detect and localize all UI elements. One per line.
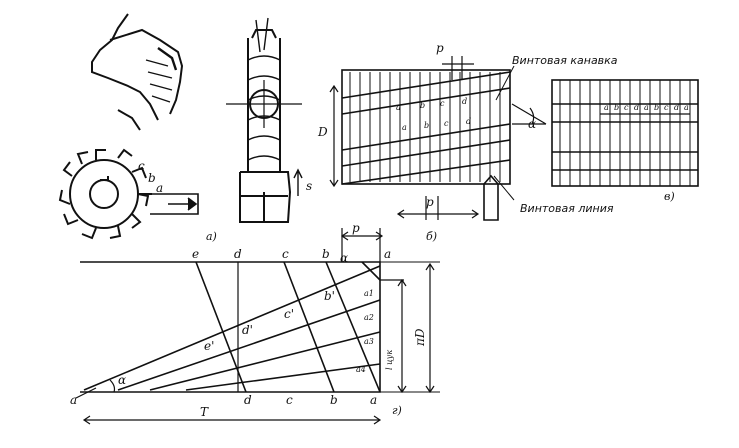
dimension-p-bottom — [396, 196, 480, 220]
panel-b-p-bottom: p — [426, 195, 434, 209]
panel-g-alpha: α — [118, 373, 126, 387]
panel-g-top-d: d — [234, 247, 242, 261]
panel-g-bottom-d: d — [244, 393, 252, 407]
panel-g-top-c: c — [282, 247, 289, 261]
panel-v-label-8: a — [684, 103, 689, 112]
panel-a: c b a s а) — [58, 13, 312, 243]
panel-g-p-label: p — [352, 221, 360, 235]
panel-g-inner-d: d' — [242, 323, 253, 337]
thread-strip — [341, 69, 511, 185]
panel-g-T: T — [200, 405, 209, 419]
panel-g-inner-b: b' — [324, 289, 335, 303]
panel-g-alpha-top: α — [340, 251, 348, 265]
panel-a-caption: а) — [206, 230, 217, 243]
dimension-p-top — [442, 56, 474, 80]
line-label: Винтовая линия — [520, 202, 614, 215]
panel-g-top-a: a — [384, 247, 391, 261]
panel-v-label-7: d — [674, 103, 679, 112]
panel-g-inner-c: c' — [284, 307, 294, 321]
panel-b-label-b1: b — [420, 101, 425, 110]
panel-b-alpha: α — [528, 117, 536, 131]
panel-b-alpha-arc — [511, 103, 547, 125]
panel-a-s-label: s — [306, 179, 312, 193]
hob-side-view — [226, 17, 303, 223]
panel-b-D-label: D — [317, 125, 328, 139]
panel-v-label-2: c — [624, 103, 629, 112]
panel-b-label-a2: a — [402, 123, 407, 132]
panel-g-piD: πD — [413, 328, 427, 347]
panel-g-top-b: b — [322, 247, 330, 261]
panel-b-caption: б) — [426, 230, 437, 243]
panel-b-label-b2: b — [424, 121, 429, 130]
feed-block — [150, 193, 199, 215]
panel-g-caption: г) — [392, 404, 402, 417]
panel-b-p-top: p — [436, 41, 444, 55]
panel-a-label-a: a — [156, 181, 163, 195]
panel-g-bottom-b: b — [330, 393, 338, 407]
panel-g-right-a3: a3 — [364, 337, 374, 346]
milling-cutter — [58, 148, 152, 240]
panel-g-alpha-arc — [109, 379, 116, 393]
panel-g-right-a4: a4 — [356, 365, 366, 374]
panel-v-caption: в) — [664, 190, 675, 203]
panel-g-bottom-a-left: a — [70, 393, 77, 407]
dimension-lines — [75, 228, 435, 425]
panel-b-label-d2: d — [466, 117, 471, 126]
panel-v-label-5: b — [654, 103, 659, 112]
panel-a-label-b: b — [148, 171, 156, 185]
panel-g-bottom-c: c — [286, 393, 293, 407]
panel-g-bottom-a-right: a — [370, 393, 377, 407]
panel-b-label-c2: c — [444, 119, 449, 128]
groove-label: Винтовая канавка — [512, 54, 618, 67]
panel-g-right-a1: a1 — [364, 289, 374, 298]
panel-v-label-3: d — [634, 103, 639, 112]
panel-v-label-6: c — [664, 103, 669, 112]
development-rectangle — [80, 261, 440, 393]
cutting-tool-sketch — [91, 13, 184, 131]
panel-g-top-e: e — [192, 247, 199, 261]
panel-b-label-d1: d — [462, 97, 467, 106]
panel-b-label-c1: c — [440, 99, 445, 108]
dimension-D — [329, 84, 339, 188]
panel-g-inner-e: e' — [204, 339, 214, 353]
panel-v: a b c d a b c d a в) — [551, 79, 699, 203]
panel-b-label-a1: a — [396, 103, 401, 112]
panel-v-label-0: a — [604, 103, 609, 112]
panel-v-label-4: a — [644, 103, 649, 112]
panel-b: D p p a b c d a b c d α Винтовая кана — [317, 41, 618, 243]
panel-g-right-a2: a2 — [364, 313, 374, 322]
panel-g: α α e d c b a a d c b a e' d' c' b' a1 a… — [70, 221, 440, 425]
rack-strip — [551, 79, 699, 187]
panel-b-leaders — [493, 65, 515, 201]
panel-g-lcycle: l цук — [385, 350, 394, 370]
panel-v-label-1: b — [614, 103, 619, 112]
panel-a-label-c: c — [138, 159, 145, 173]
cutter-tooth — [483, 174, 499, 221]
